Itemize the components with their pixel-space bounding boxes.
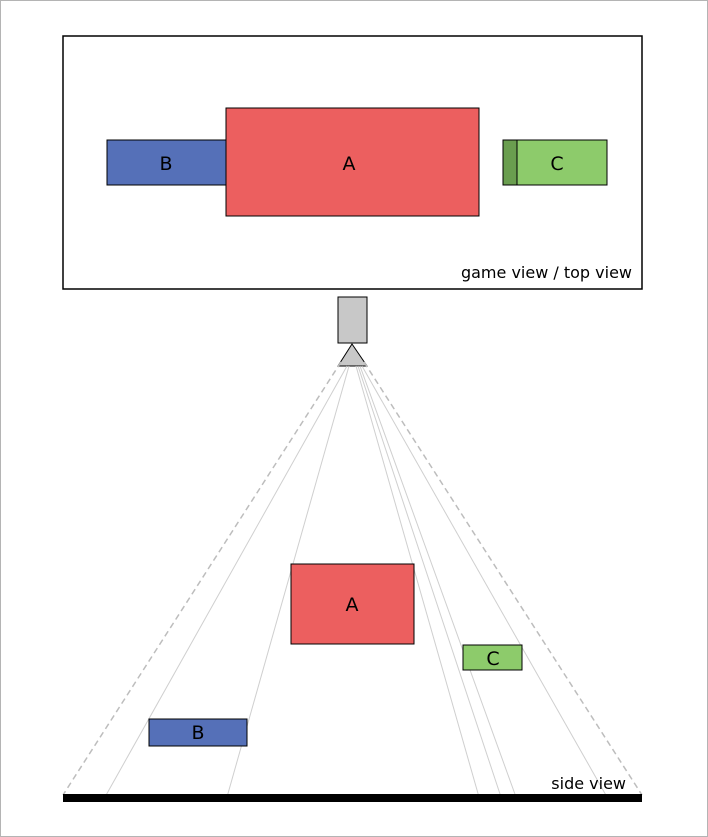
ray-b-outer (104, 365, 348, 798)
top-label-b: B (159, 153, 172, 175)
side-box-b (148, 718, 248, 747)
side-label-b: B (191, 722, 204, 744)
side-view-caption: side view (551, 774, 626, 793)
ray-c-far (361, 365, 608, 798)
top-label-c: C (550, 153, 563, 175)
top-label-a: A (343, 153, 356, 175)
top-view-caption: game view / top view (461, 263, 632, 282)
side-box-a (290, 563, 415, 645)
camera-lens (337, 343, 368, 367)
frustum-right-edge (363, 361, 643, 796)
top-box-a (225, 107, 480, 217)
top-box-c (516, 139, 608, 186)
side-label-a: A (346, 594, 359, 616)
ray-c-near (357, 365, 502, 798)
ground-bar (63, 794, 642, 802)
ray-c-mid (359, 365, 517, 798)
top-view-panel: B A C game view / top view (62, 35, 643, 290)
camera-body (337, 296, 368, 344)
top-box-b (106, 139, 228, 186)
side-label-c: C (486, 648, 499, 670)
ray-a-right (355, 365, 480, 798)
top-box-c-back (502, 139, 518, 186)
camera-icon (337, 296, 368, 367)
side-view-panel: A C B side view (62, 361, 643, 802)
side-box-c (462, 644, 523, 671)
frustum-left-edge (62, 361, 342, 796)
